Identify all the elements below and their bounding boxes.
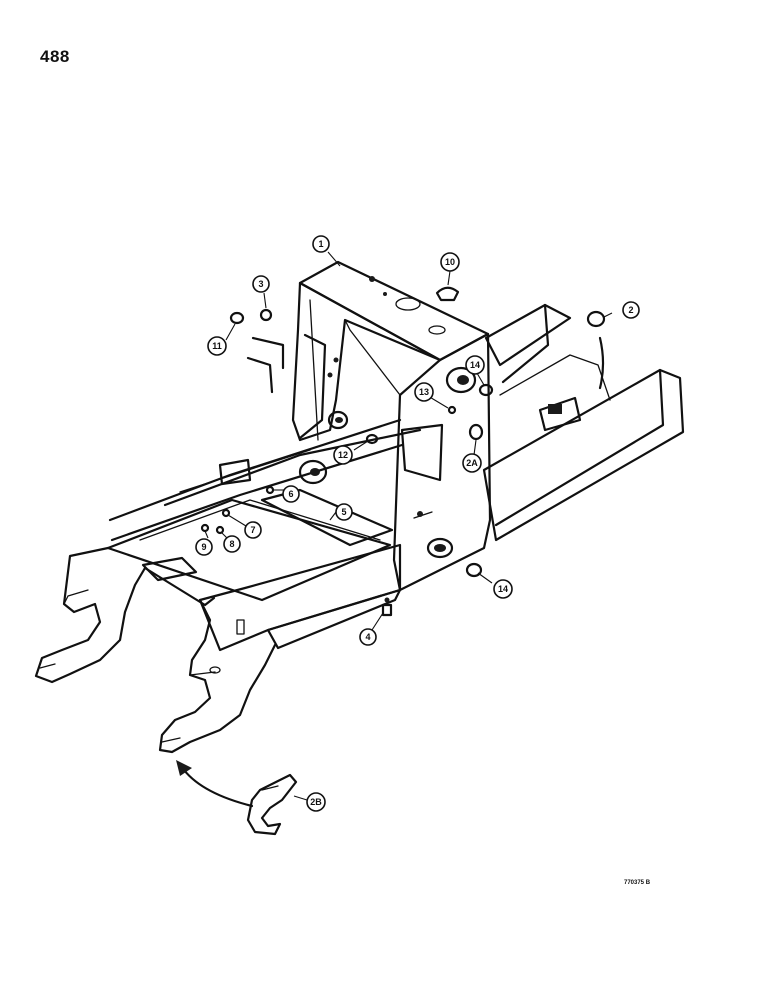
callout-label: 14 (498, 584, 508, 594)
callout-2: 2 (622, 301, 640, 319)
part-8-fitting (215, 525, 225, 535)
callout-6: 6 (282, 485, 300, 503)
page-number: 488 (40, 47, 70, 66)
main-frame-rails (106, 410, 422, 602)
part-13-fitting (447, 405, 457, 415)
callout-8: 8 (223, 535, 241, 553)
callout-12: 12 (333, 445, 353, 465)
callout-7: 7 (244, 521, 262, 539)
callout-label: 14 (470, 360, 480, 370)
callout-1: 1 (312, 235, 330, 253)
left-hook-arm (34, 546, 216, 684)
callout-11: 11 (207, 336, 227, 356)
part-2a-plug (468, 423, 484, 441)
callout-label: 11 (212, 341, 222, 351)
part-3-plug (259, 308, 273, 322)
part-9-fitting (200, 523, 210, 533)
callout-4: 4 (359, 628, 377, 646)
front-right-rail (198, 543, 402, 674)
callout-label: 2B (310, 797, 322, 807)
part-7-fitting (221, 508, 231, 518)
callout-label: 2 (628, 305, 633, 315)
right-hook-arm (158, 598, 277, 754)
callout-label: 4 (365, 632, 370, 642)
callout-label: 8 (229, 539, 234, 549)
callout-9: 9 (195, 538, 213, 556)
part-14-plug-lower (465, 562, 483, 578)
callout-14-upper: 14 (465, 355, 485, 375)
callout-label: 2A (466, 458, 478, 468)
callout-label: 5 (341, 507, 346, 517)
callout-label: 12 (338, 450, 348, 460)
callout-14-lower: 14 (493, 579, 513, 599)
callout-10: 10 (440, 252, 460, 272)
callout-2a: 2A (462, 453, 482, 473)
callout-2b: 2B (306, 792, 326, 812)
part-12-ring (365, 433, 379, 445)
rear-rails (482, 303, 685, 542)
curved-arrow (176, 336, 605, 808)
callout-label: 10 (445, 257, 455, 267)
callout-label: 7 (250, 525, 255, 535)
figure-code: 770375 B (624, 880, 651, 886)
callout-3: 3 (252, 275, 270, 293)
tower-assembly (246, 260, 492, 592)
callout-13: 13 (414, 382, 434, 402)
callouts: 1 2 3 10 11 14 13 2A 12 6 5 7 9 8 14 4 2… (195, 235, 640, 812)
leader-lines (204, 251, 613, 801)
cover-plate-2b (246, 773, 298, 836)
part-14-plug-upper (478, 383, 494, 397)
callout-label: 9 (201, 542, 206, 552)
callout-label: 1 (318, 239, 323, 249)
part-2-cap (586, 310, 606, 328)
callout-label: 6 (288, 489, 293, 499)
callout-5: 5 (335, 503, 353, 521)
loose-hardware (200, 286, 606, 617)
part-4-fitting (381, 603, 393, 617)
part-11-plug (229, 311, 245, 325)
part-10-cap (435, 286, 460, 302)
callout-label: 3 (258, 279, 263, 289)
callout-label: 13 (419, 387, 429, 397)
